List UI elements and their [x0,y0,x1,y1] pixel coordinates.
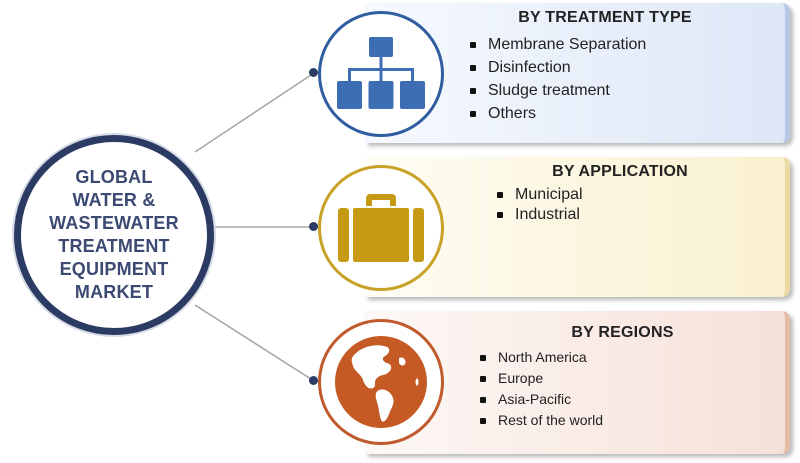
connector-regions [194,304,315,382]
hierarchy-icon [337,37,425,109]
list-item: Others [488,102,646,125]
list-item: Sludge treatment [488,79,646,102]
main-market-circle: GLOBAL WATER & WASTEWATER TREATMENT EQUI… [14,135,214,335]
connector-treatment [194,72,315,153]
list-item: Membrane Separation [488,33,646,56]
segment-list: Municipal Industrial [515,185,583,225]
segment-list: Membrane Separation Disinfection Sludge … [488,33,646,125]
list-item: Rest of the world [498,410,603,431]
icon-circle-regions [318,319,444,445]
segment-list: North America Europe Asia-Pacific Rest o… [498,347,603,431]
list-item: Disinfection [488,56,646,79]
main-title-line: GLOBAL [75,167,153,187]
list-item: Asia-Pacific [498,389,603,410]
segment-card-treatment: BY TREATMENT TYPE Membrane Separation Di… [365,3,790,143]
main-title: GLOBAL WATER & WASTEWATER TREATMENT EQUI… [39,166,189,304]
segment-title: BY TREATMENT TYPE [518,9,692,26]
globe-icon [335,336,427,428]
main-title-line: WATER & [72,190,156,210]
icon-circle-treatment [318,11,444,137]
connector-dot-treatment [309,68,318,77]
list-item: Industrial [515,205,583,225]
main-title-line: MARKET [74,282,154,302]
segment-title: BY APPLICATION [552,163,688,180]
segment-title: BY REGIONS [571,324,674,341]
main-title-line: WASTEWATER [49,213,179,233]
connector-dot-application [309,222,318,231]
list-item: North America [498,347,603,368]
briefcase-icon [338,194,424,262]
main-title-line: EQUIPMENT [59,259,169,279]
main-title-line: TREATMENT [58,236,170,256]
connector-dot-regions [309,376,318,385]
list-item: Europe [498,368,603,389]
icon-circle-application [318,165,444,291]
list-item: Municipal [515,186,583,203]
